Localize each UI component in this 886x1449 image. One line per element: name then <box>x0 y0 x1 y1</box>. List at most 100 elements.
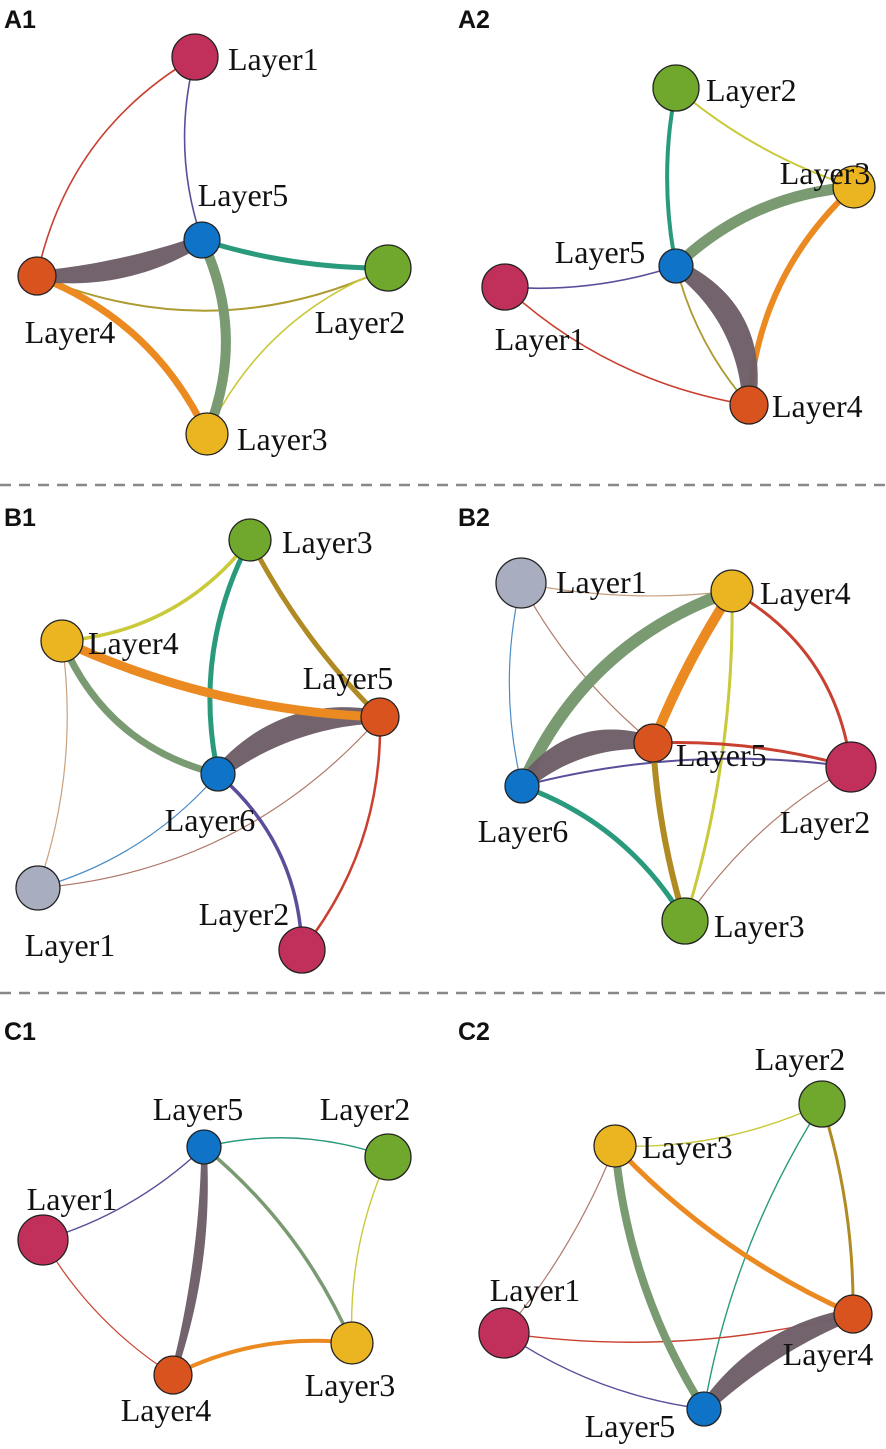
panel-label: C1 <box>4 1018 36 1046</box>
edge-layer5-layer4 <box>170 1146 208 1376</box>
node-layer4 <box>833 1294 873 1334</box>
edge-layer1-layer4 <box>520 582 733 597</box>
node-layer4 <box>17 256 57 296</box>
node-label-layer4: Layer4 <box>760 575 851 611</box>
node-layer5 <box>686 1391 722 1427</box>
edge-layer5-layer4 <box>699 1308 855 1413</box>
node-label-layer5: Layer5 <box>555 234 646 270</box>
edge-layer4-layer5 <box>57 636 385 722</box>
edge-layer4-layer2 <box>36 267 389 312</box>
edge-layer2-layer3 <box>206 267 389 435</box>
node-label-layer2: Layer2 <box>320 1091 411 1127</box>
edge-layer2-layer3 <box>675 87 855 188</box>
node-layer6 <box>504 768 540 804</box>
edge-layer1-layer4 <box>42 1239 174 1376</box>
node-label-layer2: Layer2 <box>780 804 871 840</box>
node-layer1 <box>15 865 61 911</box>
node-label-layer4: Layer4 <box>121 1392 212 1428</box>
node-layer2 <box>364 244 412 292</box>
node-label-layer2: Layer2 <box>199 896 290 932</box>
node-layer1 <box>481 263 529 311</box>
node-layer5 <box>658 248 694 284</box>
edge-layer4-layer5 <box>36 235 205 284</box>
node-label-layer6: Layer6 <box>165 802 256 838</box>
node-layer3 <box>832 165 876 209</box>
node-layer1 <box>17 1214 69 1266</box>
node-label-layer3: Layer3 <box>714 908 805 944</box>
edge-layer1-layer6 <box>37 773 219 889</box>
labels-layer: A1Layer1Layer5Layer2Layer4Layer3A2Layer2… <box>4 6 873 1444</box>
edge-layer2-layer5 <box>665 86 678 268</box>
nodes-layer <box>15 33 877 1427</box>
edge-layer4-layer6 <box>516 585 738 792</box>
node-layer2 <box>652 64 700 112</box>
node-layer1 <box>495 557 547 609</box>
edge-layer4-layer3 <box>60 538 252 643</box>
node-label-layer4: Layer4 <box>88 625 179 661</box>
node-label-layer4: Layer4 <box>783 1336 874 1372</box>
edge-layer2-layer3 <box>684 766 852 922</box>
node-layer2 <box>278 926 326 974</box>
node-layer2 <box>825 741 877 793</box>
edge-layer1-layer5 <box>520 582 654 744</box>
edge-layer5-layer2 <box>199 237 391 271</box>
edge-layer3-layer6 <box>207 537 253 777</box>
edge-layer5-layer2 <box>203 1137 389 1158</box>
edge-layer5-layer4 <box>672 260 758 406</box>
node-label-layer1: Layer1 <box>490 1272 581 1308</box>
panel-label: B2 <box>458 504 490 532</box>
node-label-layer5: Layer5 <box>676 737 767 773</box>
edge-layer6-layer5 <box>517 729 655 791</box>
edge-layer6-layer2 <box>216 772 304 952</box>
node-layer4 <box>710 569 754 613</box>
node-layer3 <box>661 897 709 945</box>
panel-label: B1 <box>4 504 36 532</box>
node-label-layer3: Layer3 <box>282 524 373 560</box>
edge-layer1-layer4 <box>36 56 196 277</box>
edge-layer3-layer5 <box>247 537 383 720</box>
node-label-layer3: Layer3 <box>305 1367 396 1403</box>
edge-layer2-layer3 <box>350 1156 389 1344</box>
edge-layer1-layer5 <box>503 1332 705 1410</box>
node-layer3 <box>330 1321 374 1365</box>
panel-label: C2 <box>458 1018 490 1046</box>
edge-layer5-layer3 <box>670 181 860 272</box>
node-label-layer1: Layer1 <box>495 321 586 357</box>
edge-layer1-layer6 <box>508 582 523 787</box>
edge-layer3-layer4 <box>612 1143 856 1317</box>
node-label-layer2: Layer2 <box>755 1041 846 1077</box>
edge-layer6-layer3 <box>519 783 688 924</box>
node-layer2 <box>798 1080 846 1128</box>
node-label-layer6: Layer6 <box>478 813 569 849</box>
node-layer4 <box>40 619 84 663</box>
edges-layer <box>0 56 886 1413</box>
edge-layer2-layer4 <box>820 1102 855 1316</box>
node-label-layer3: Layer3 <box>642 1129 733 1165</box>
edge-layer4-layer1 <box>37 640 68 889</box>
node-layer3 <box>185 412 229 456</box>
node-label-layer1: Layer1 <box>27 1181 118 1217</box>
panel-label: A2 <box>458 6 490 34</box>
panel-label: A1 <box>4 6 36 34</box>
node-label-layer4: Layer4 <box>772 388 863 424</box>
node-layer6 <box>200 756 236 792</box>
edge-layer3-layer5 <box>611 1142 708 1413</box>
node-layer1 <box>171 33 219 81</box>
edge-layer1-layer5 <box>37 716 381 889</box>
edge-layer4-layer5 <box>648 586 737 748</box>
edge-layer6-layer2 <box>521 757 852 787</box>
node-layer5 <box>360 697 400 737</box>
edge-layer4-layer3 <box>33 272 211 438</box>
node-layer1 <box>478 1307 530 1359</box>
node-layer2 <box>364 1133 412 1181</box>
node-label-layer2: Layer2 <box>706 72 797 108</box>
edge-layer5-layer2 <box>300 715 382 952</box>
edge-layer1-layer4 <box>504 286 750 406</box>
edge-layer3-layer2 <box>614 1103 823 1147</box>
node-label-layer5: Layer5 <box>198 177 289 213</box>
node-label-layer1: Layer1 <box>556 564 647 600</box>
node-layer3 <box>228 518 272 562</box>
node-label-layer5: Layer5 <box>585 1408 676 1444</box>
node-label-layer5: Layer5 <box>303 660 394 696</box>
